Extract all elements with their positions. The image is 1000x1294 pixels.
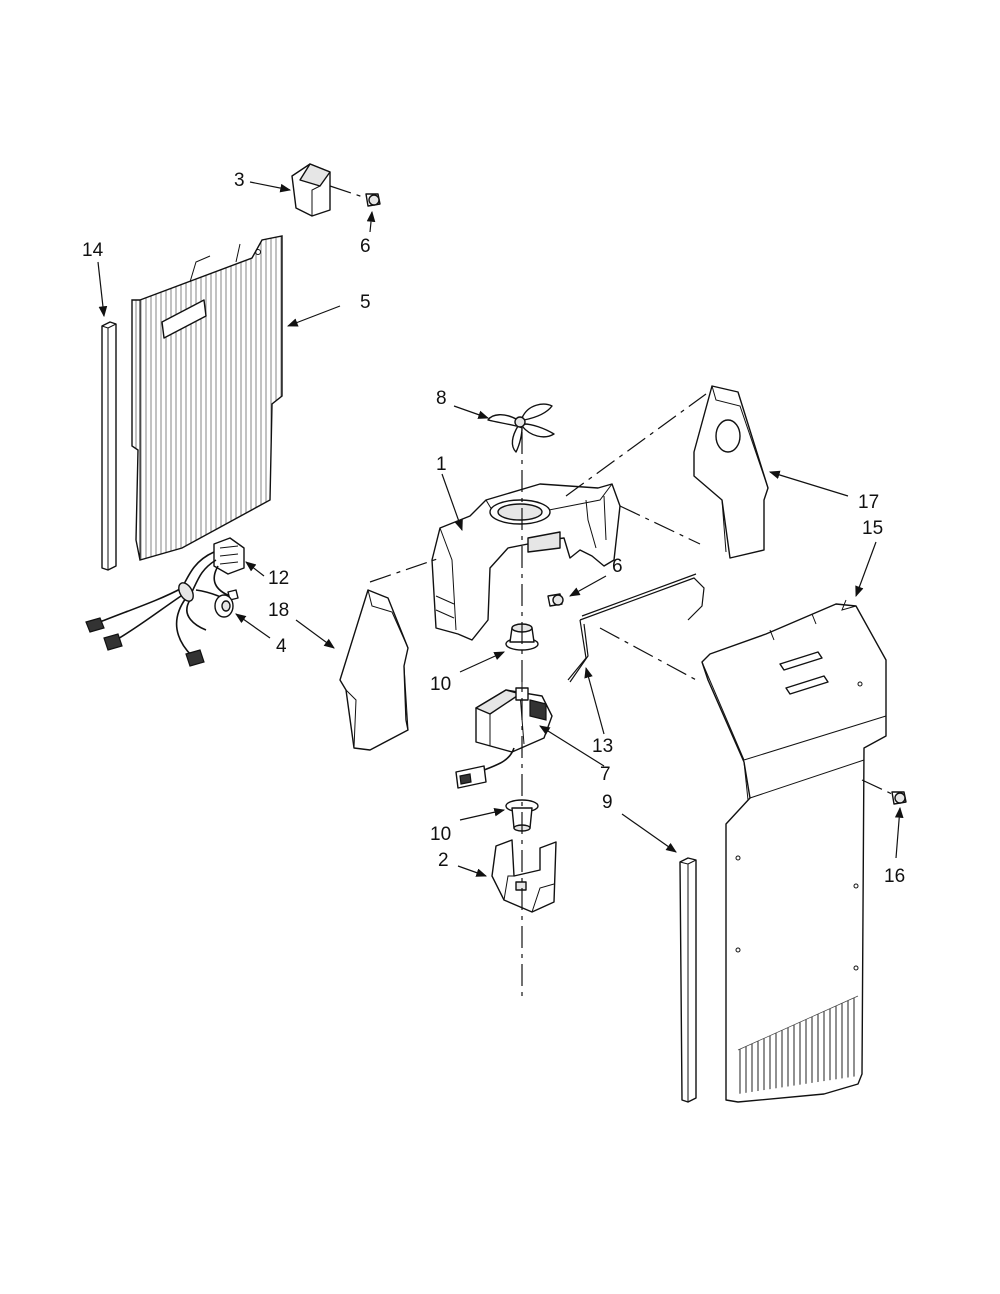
callout-9: 9 [602, 792, 613, 813]
part-9-strip [679, 857, 697, 1103]
part-1-fan-housing [431, 483, 621, 641]
callout-3: 3 [234, 170, 245, 191]
leader-arrows [97, 181, 904, 877]
callout-1: 1 [436, 454, 447, 475]
callout-6-mid: 6 [612, 556, 623, 577]
part-15-duct-cover [701, 599, 887, 1103]
part-7-fan-motor [455, 668, 553, 789]
part-3-bracket [291, 163, 331, 217]
callout-4: 4 [276, 636, 287, 657]
callout-2: 2 [438, 850, 449, 871]
callout-6-top: 6 [360, 236, 371, 257]
callout-14: 14 [82, 240, 104, 261]
part-12-wire-harness [85, 537, 245, 667]
callout-10-upper: 10 [430, 674, 451, 695]
part-5-evaporator-cover [131, 235, 283, 561]
callout-18: 18 [268, 600, 289, 621]
part-13-wire-bracket [567, 573, 705, 683]
callout-13: 13 [592, 736, 613, 757]
callout-12: 12 [268, 568, 289, 589]
callout-15: 15 [862, 518, 883, 539]
callout-8: 8 [436, 388, 447, 409]
callout-labels: 3 6 14 5 8 1 17 15 6 12 18 4 10 13 7 9 1… [82, 170, 905, 887]
callout-17: 17 [858, 492, 879, 513]
callout-10-lower: 10 [430, 824, 451, 845]
alignment-lines [369, 393, 707, 1000]
callout-16: 16 [884, 866, 905, 887]
callout-7: 7 [600, 764, 611, 785]
callout-5: 5 [360, 292, 371, 313]
part-6-screw-top [329, 185, 381, 207]
part-8-fan-blade [487, 403, 555, 453]
part-18-left-baffle [339, 589, 409, 751]
part-4-grommet [214, 594, 234, 618]
part-17-right-baffle [693, 385, 769, 559]
part-6-screw-mid [547, 593, 564, 607]
part-14-strip [101, 321, 117, 571]
part-2-motor-bracket [491, 839, 557, 913]
part-16-screw [861, 779, 907, 805]
